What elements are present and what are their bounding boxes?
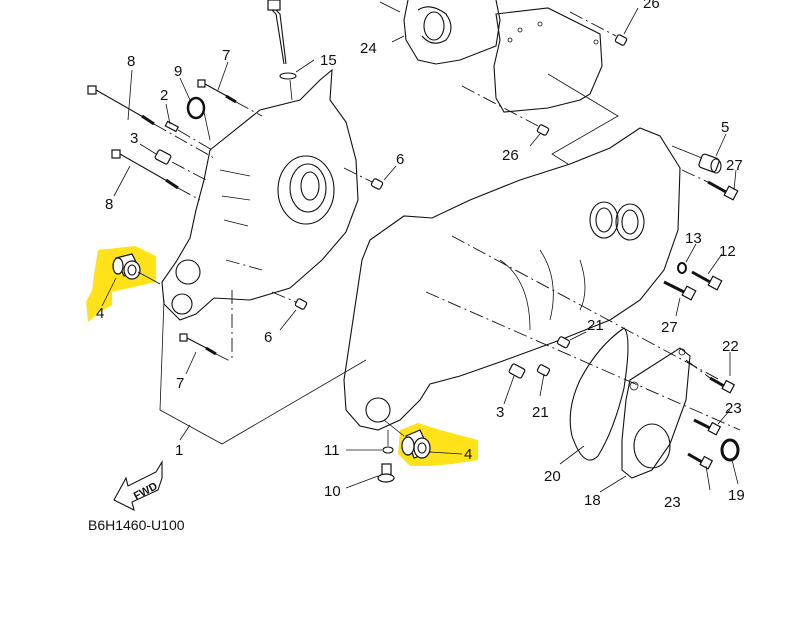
- callout-9: 9: [174, 63, 182, 80]
- fwd-label: FWD: [132, 480, 160, 502]
- leader-part-1: [159, 299, 367, 445]
- callout-23-lower: 23: [664, 494, 681, 511]
- callout-11: 11: [324, 442, 340, 459]
- callout-15: 15: [320, 52, 337, 69]
- callout-1: 1: [175, 442, 183, 459]
- leader-bracket-upper: [547, 73, 619, 165]
- dowel-6-lower: [271, 291, 308, 310]
- callout-5: 5: [721, 119, 729, 136]
- callout-6-lower: 6: [264, 329, 272, 346]
- callout-4-left: 4: [96, 305, 104, 322]
- bolt-27-lower: [663, 280, 697, 301]
- washer-11: [382, 430, 394, 454]
- callout-3-right: 3: [496, 404, 504, 421]
- callout-3-left: 3: [130, 130, 138, 147]
- oil-seal-19: [720, 438, 740, 462]
- bolt-27-upper: [681, 169, 739, 201]
- o-ring-15: [279, 72, 297, 101]
- bushing-4-left: [112, 253, 161, 285]
- callout-4-right: 4: [464, 446, 472, 463]
- gasket-upper: [493, 7, 603, 113]
- callout-13: 13: [685, 230, 702, 247]
- callout-23-upper: 23: [725, 400, 742, 417]
- callout-27-upper: 27: [726, 157, 743, 174]
- bolt-8-upper: [87, 85, 215, 159]
- dowel-pin-2: [164, 120, 213, 151]
- bolt-7-lower: [179, 333, 233, 363]
- bolt-22: [685, 359, 736, 394]
- callout-8-upper: 8: [127, 53, 135, 70]
- oil-seal-9: [186, 96, 211, 141]
- dowel-21-upper: [556, 336, 571, 349]
- dowel-26-top: [569, 11, 628, 46]
- part-code: B6H1460-U100: [88, 517, 185, 533]
- callout-27-lower: 27: [661, 319, 678, 336]
- callout-19: 19: [728, 487, 745, 504]
- bolt-8-lower: [111, 149, 201, 201]
- callout-7-upper: 7: [222, 47, 230, 64]
- callout-10: 10: [324, 483, 341, 500]
- dipstick: [267, 0, 287, 65]
- bushing-5: [671, 145, 722, 174]
- callout-26-top: 26: [643, 0, 660, 12]
- dowel-6-upper: [343, 167, 384, 190]
- bolt-23-upper: [693, 418, 722, 436]
- callout-24: 24: [360, 40, 377, 57]
- bolt-7-upper: [197, 79, 263, 117]
- drain-bolt-10: [377, 463, 395, 483]
- callout-labels: 8 2 9 7 3 8 15 24 26 26 6 5 27 13 12 27 …: [96, 0, 745, 511]
- callout-7-lower: 7: [176, 375, 184, 392]
- callout-26-mid: 26: [502, 147, 519, 164]
- dowel-3-left: [154, 149, 207, 181]
- callout-18: 18: [584, 492, 601, 509]
- callout-2: 2: [160, 87, 168, 104]
- washer-13: [677, 262, 687, 274]
- dowel-26-mid: [461, 85, 550, 136]
- leader-lines: [101, 7, 739, 493]
- callout-20: 20: [544, 468, 561, 485]
- callout-21-upper: 21: [587, 317, 604, 334]
- callout-6-upper: 6: [396, 151, 404, 168]
- bolt-12: [691, 270, 723, 291]
- right-crankcase: [343, 127, 741, 431]
- callout-12: 12: [719, 243, 736, 260]
- cover-18: [621, 347, 691, 479]
- bolt-23-lower: [687, 452, 714, 470]
- gasket-20: [569, 327, 629, 461]
- left-crankcase: [161, 68, 359, 360]
- callout-8-lower: 8: [105, 196, 113, 213]
- dowel-21-lower: [536, 364, 551, 377]
- callout-22: 22: [722, 338, 739, 355]
- bushing-4-right: [383, 419, 431, 459]
- fwd-arrow-icon: FWD: [113, 460, 163, 512]
- upper-cover-assembly: [379, 0, 501, 65]
- dowel-3-right: [508, 363, 526, 379]
- callout-21-lower: 21: [532, 404, 549, 421]
